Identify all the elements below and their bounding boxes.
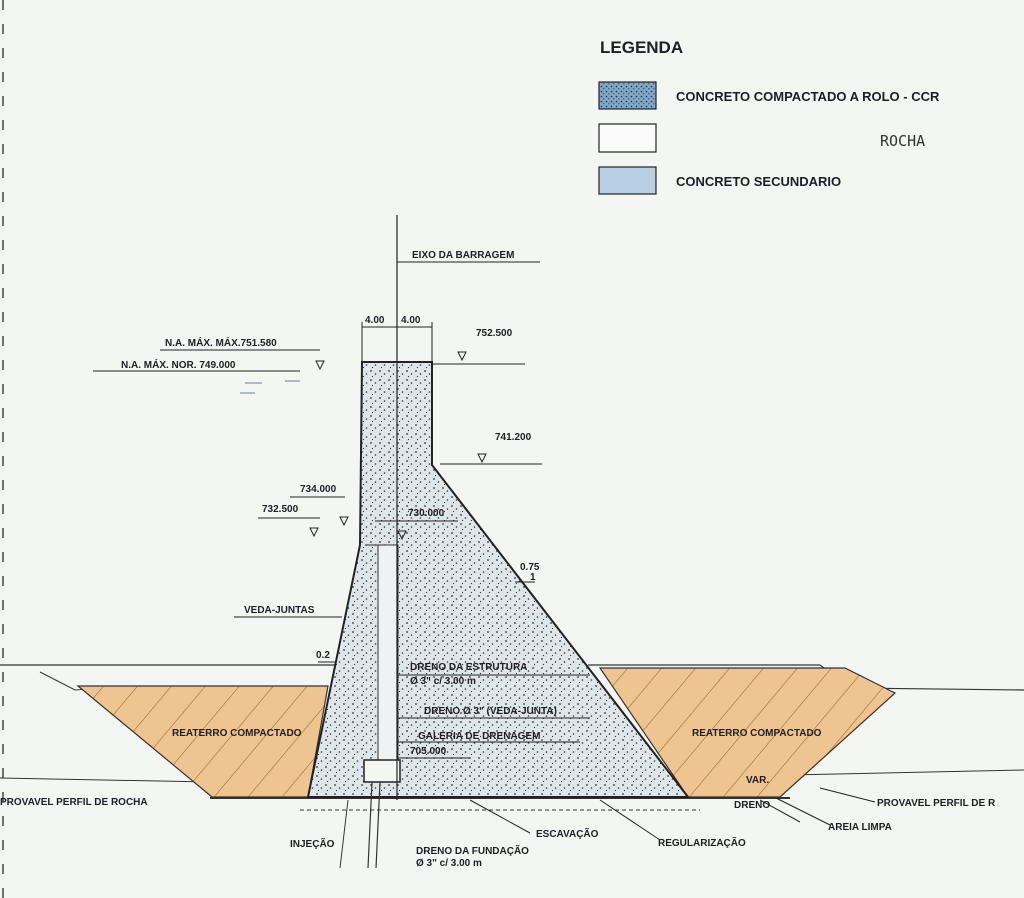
elevation-732: 732.500: [262, 504, 299, 515]
crest-width-right: 4.00: [401, 315, 421, 326]
legend-swatch-rock: [598, 123, 657, 153]
slope-downstream-v: 0.75: [520, 562, 540, 573]
label-var: VAR.: [746, 775, 769, 786]
label-dreno-estrutura-spec: Ø 3" c/ 3.00 m: [410, 676, 476, 687]
elevation-730: 730.000: [408, 508, 445, 519]
label-reaterro-left: REATERRO COMPACTADO: [172, 728, 302, 739]
label-escavacao: ESCAVAÇÃO: [536, 827, 599, 840]
elevation-705: 705.000: [410, 746, 447, 757]
legend: LEGENDA CONCRETO COMPACTADO A ROLO - CCR…: [598, 38, 940, 195]
drainage-gallery: [363, 759, 401, 783]
label-dreno-veda-junta: DRENO Ø 3" (VEDA-JUNTA): [424, 706, 557, 717]
label-perfil-rocha-right: PROVAVEL PERFIL DE R: [877, 798, 996, 809]
elevation-741: 741.200: [495, 432, 532, 443]
water-level-max-max: N.A. MÁX. MÁX.751.580: [165, 336, 277, 349]
label-areia-limpa: AREIA LIMPA: [828, 822, 892, 833]
slope-upstream: 0.2: [316, 650, 330, 661]
label-dreno: DRENO: [734, 800, 770, 811]
label-regularizacao: REGULARIZAÇÃO: [658, 836, 746, 849]
legend-handwritten-rocha: ROCHA: [880, 132, 925, 150]
label-veda-juntas: VEDA-JUNTAS: [244, 605, 315, 616]
label-reaterro-right: REATERRO COMPACTADO: [692, 728, 822, 739]
elevation-734: 734.000: [300, 484, 337, 495]
legend-swatch-secondary: [598, 166, 657, 195]
label-dreno-fundacao-spec: Ø 3" c/ 3.00 m: [416, 858, 482, 869]
label-perfil-rocha-left: PROVAVEL PERFIL DE ROCHA: [0, 797, 148, 808]
label-injecao: INJEÇÃO: [290, 837, 335, 850]
legend-title: LEGENDA: [600, 38, 683, 57]
elevation-crest: 752.500: [476, 328, 513, 339]
label-galeria-drenagem: GALERIA DE DRENAGEM: [418, 731, 540, 742]
water-level-max-normal: N.A. MÁX. NOR. 749.000: [121, 358, 236, 371]
legend-label-ccr: CONCRETO COMPACTADO A ROLO - CCR: [676, 89, 940, 104]
crest-dimension: [361, 322, 433, 362]
injection-line: [339, 799, 349, 869]
label-dreno-fundacao: DRENO DA FUNDAÇÃO: [416, 844, 529, 857]
foundation-drain-line: [367, 781, 373, 869]
legend-label-secondary: CONCRETO SECUNDARIO: [676, 174, 841, 189]
dam-body: [306, 361, 691, 798]
water-level-marks: [240, 380, 300, 394]
label-dreno-estrutura: DRENO DA ESTRUTURA: [410, 662, 527, 673]
backfill-right: [598, 667, 897, 798]
elevation-leaders: [93, 349, 876, 841]
crest-width-left: 4.00: [365, 315, 385, 326]
legend-swatch-ccr: [598, 81, 657, 110]
elevation-triangles: [309, 351, 487, 541]
slope-downstream-h: 1: [530, 572, 536, 583]
dam-axis-label: EIXO DA BARRAGEM: [412, 250, 514, 261]
